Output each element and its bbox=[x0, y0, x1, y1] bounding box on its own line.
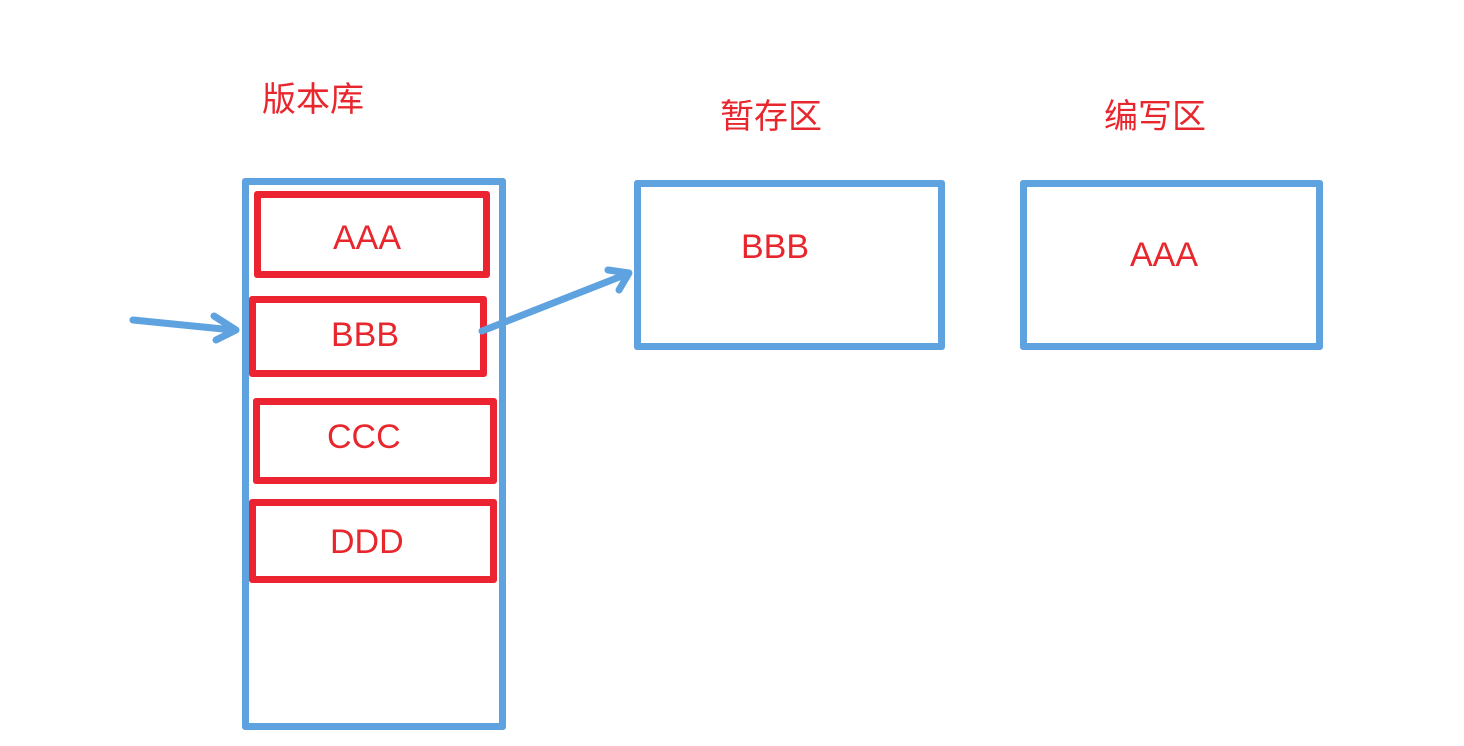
repository-item-label: BBB bbox=[331, 316, 400, 354]
repository-item-aaa: AAA bbox=[254, 191, 490, 278]
repository-title: 版本库 bbox=[262, 80, 364, 120]
pointer-arrow bbox=[129, 312, 240, 344]
staging-content: BBB bbox=[741, 228, 810, 266]
stage-arrow bbox=[478, 266, 633, 335]
repository-item-label: CCC bbox=[327, 418, 401, 456]
workspace-box: AAA bbox=[1020, 180, 1323, 350]
repository-item-ddd: DDD bbox=[249, 499, 497, 583]
repository-item-label: DDD bbox=[330, 523, 404, 561]
staging-box: BBB bbox=[634, 180, 945, 350]
repository-item-ccc: CCC bbox=[253, 398, 497, 484]
repository-container bbox=[242, 178, 506, 730]
repository-item-bbb: BBB bbox=[249, 296, 487, 377]
workspace-title: 编写区 bbox=[1104, 97, 1206, 137]
workspace-content: AAA bbox=[1130, 236, 1199, 274]
staging-title: 暂存区 bbox=[720, 97, 822, 137]
repository-item-label: AAA bbox=[333, 219, 402, 257]
